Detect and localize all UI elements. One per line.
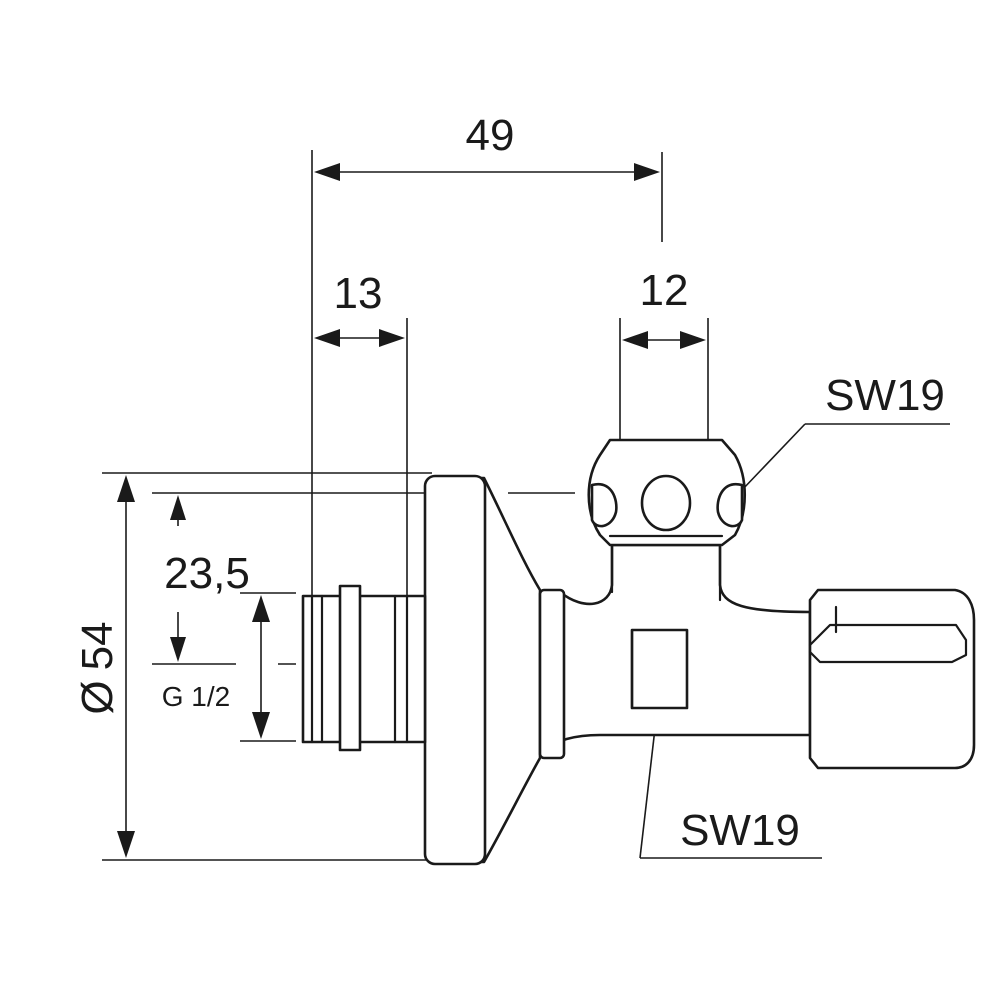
dimension-54-line (117, 475, 135, 858)
diameter-value: 54 (73, 621, 122, 670)
handle-hole-left (590, 482, 618, 528)
thread-connector (301, 584, 427, 752)
thread-body (301, 594, 427, 744)
handle-hole-center (640, 474, 692, 532)
handle-wrench-size-label: SW19 (825, 371, 945, 420)
compression-nut (808, 588, 976, 770)
outlet-wrench-size-label: SW19 (680, 806, 800, 855)
dimension-13-label: 13 (334, 269, 383, 318)
dimension-49-line (314, 163, 660, 181)
leader-lines (639, 423, 950, 859)
svg-text:Ø54: Ø 54 (73, 621, 122, 714)
dimension-23-5-label: 23,5 (164, 549, 250, 598)
handle-hole-right (716, 482, 744, 528)
dimension-12-line (622, 331, 706, 349)
outlet-shaft (630, 628, 689, 710)
dimension-g-half-line (252, 595, 270, 739)
diameter-label-group: Ø 54 (73, 621, 122, 714)
thread-ring (338, 584, 362, 752)
rosette-plate (423, 474, 487, 866)
diameter-symbol: Ø (73, 680, 122, 714)
wall-rosette (423, 474, 566, 866)
body-collar (538, 588, 566, 760)
thread-size-label: G 1/2 (162, 681, 230, 712)
valve-body (538, 543, 976, 770)
dimension-23-5-line (170, 495, 186, 662)
handle-cap (587, 438, 747, 547)
dimension-13-line (314, 329, 405, 347)
dimension-12-label: 12 (640, 266, 689, 315)
dimension-49-label: 49 (466, 111, 515, 160)
